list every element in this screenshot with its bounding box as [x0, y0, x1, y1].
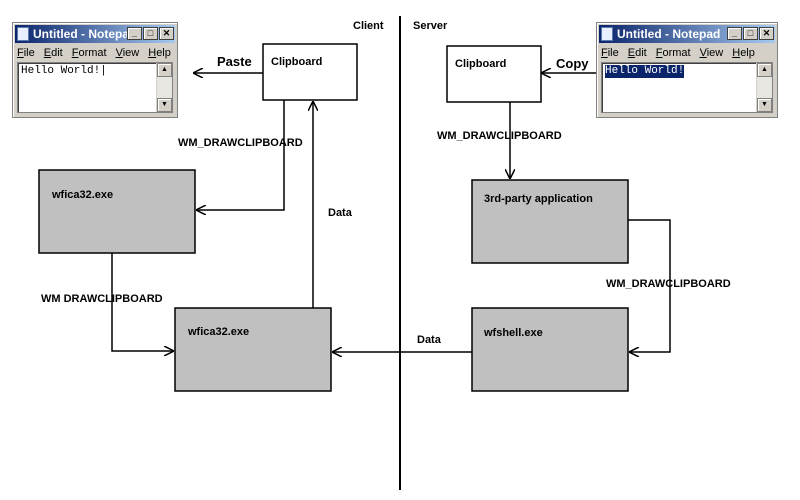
- menu-file[interactable]: File: [601, 47, 619, 59]
- server-wm-drawclipboard-label: WM_DRAWCLIPBOARD: [437, 130, 562, 142]
- client-notepad-content: Hello World!|: [21, 65, 107, 77]
- menu-edit[interactable]: Edit: [627, 47, 647, 59]
- client-wfica-bottom-node: wfica32.exe: [174, 307, 332, 392]
- close-icon[interactable]: ✕: [759, 27, 774, 40]
- client-notepad-menubar: File Edit Format View Help: [17, 45, 171, 61]
- server-clipboard-node: Clipboard: [446, 45, 542, 103]
- server-notepad-title: Untitled - Notepad: [617, 27, 721, 41]
- menu-help[interactable]: Help: [148, 47, 171, 59]
- server-notepad-selected-content: Hello World!: [605, 65, 685, 78]
- close-icon[interactable]: ✕: [159, 27, 174, 40]
- client-notepad-titlebar[interactable]: Untitled - Notepad _ □ ✕: [15, 25, 175, 43]
- minimize-icon[interactable]: _: [727, 27, 742, 40]
- server-notepad-menubar: File Edit Format View Help: [601, 45, 755, 61]
- client-wfica-bottom-label: wfica32.exe: [187, 326, 249, 338]
- server-notepad-window: Untitled - Notepad _ □ ✕ File Edit Forma…: [596, 22, 778, 118]
- client-wfica-top-label: wfica32.exe: [51, 189, 113, 201]
- server-notepad-text-area[interactable]: Hello World! ▲ ▼: [601, 62, 773, 113]
- menu-help[interactable]: Help: [732, 47, 755, 59]
- client-clipboard-to-wfica-top-arrow: [197, 100, 285, 210]
- scroll-up-icon[interactable]: ▲: [157, 63, 172, 77]
- client-notepad-text-area[interactable]: Hello World!| ▲ ▼: [17, 62, 173, 113]
- vertical-scrollbar[interactable]: ▲ ▼: [156, 63, 172, 112]
- menu-file[interactable]: File: [17, 47, 35, 59]
- client-notepad-title: Untitled - Notepad: [33, 27, 137, 41]
- server-clipboard-label: Clipboard: [455, 58, 506, 70]
- client-label: Client: [353, 20, 384, 32]
- wfshell-label: wfshell.exe: [483, 327, 543, 339]
- notepad-icon: [601, 27, 613, 41]
- third-party-app-label: 3rd-party application: [484, 193, 593, 205]
- menu-edit[interactable]: Edit: [43, 47, 63, 59]
- copy-label: Copy: [556, 56, 589, 71]
- scroll-down-icon[interactable]: ▼: [757, 98, 772, 112]
- client-clipboard-node: Clipboard: [262, 43, 358, 101]
- client-wfica-top-node: wfica32.exe: [38, 169, 196, 254]
- menu-view[interactable]: View: [115, 47, 140, 59]
- client-wm-drawclipboard-2-label: WM DRAWCLIPBOARD: [41, 293, 163, 305]
- third-party-app-node: 3rd-party application: [471, 179, 629, 264]
- window-controls: _ □ ✕: [127, 27, 174, 40]
- paste-label: Paste: [217, 54, 252, 69]
- wfshell-node: wfshell.exe: [471, 307, 629, 392]
- maximize-icon[interactable]: □: [143, 27, 158, 40]
- menu-view[interactable]: View: [699, 47, 724, 59]
- maximize-icon[interactable]: □: [743, 27, 758, 40]
- client-notepad-window: Untitled - Notepad _ □ ✕ File Edit Forma…: [12, 22, 178, 118]
- client-wm-drawclipboard-label: WM_DRAWCLIPBOARD: [178, 137, 303, 149]
- window-controls: _ □ ✕: [727, 27, 774, 40]
- notepad-icon: [17, 27, 29, 41]
- data-cross-label: Data: [417, 334, 442, 346]
- client-clipboard-label: Clipboard: [271, 56, 322, 68]
- wfica-top-to-wfica-bottom-arrow: [111, 253, 173, 351]
- server-notepad-titlebar[interactable]: Untitled - Notepad _ □ ✕: [599, 25, 775, 43]
- menu-format[interactable]: Format: [71, 47, 107, 59]
- scroll-down-icon[interactable]: ▼: [157, 98, 172, 112]
- server-wm-drawclipboard-2-label: WM_DRAWCLIPBOARD: [606, 278, 731, 290]
- scroll-up-icon[interactable]: ▲: [757, 63, 772, 77]
- vertical-scrollbar[interactable]: ▲ ▼: [756, 63, 772, 112]
- thirdparty-to-wfshell-arrow: [628, 219, 671, 352]
- server-label: Server: [413, 20, 448, 32]
- menu-format[interactable]: Format: [655, 47, 691, 59]
- data-client-label: Data: [328, 207, 353, 219]
- minimize-icon[interactable]: _: [127, 27, 142, 40]
